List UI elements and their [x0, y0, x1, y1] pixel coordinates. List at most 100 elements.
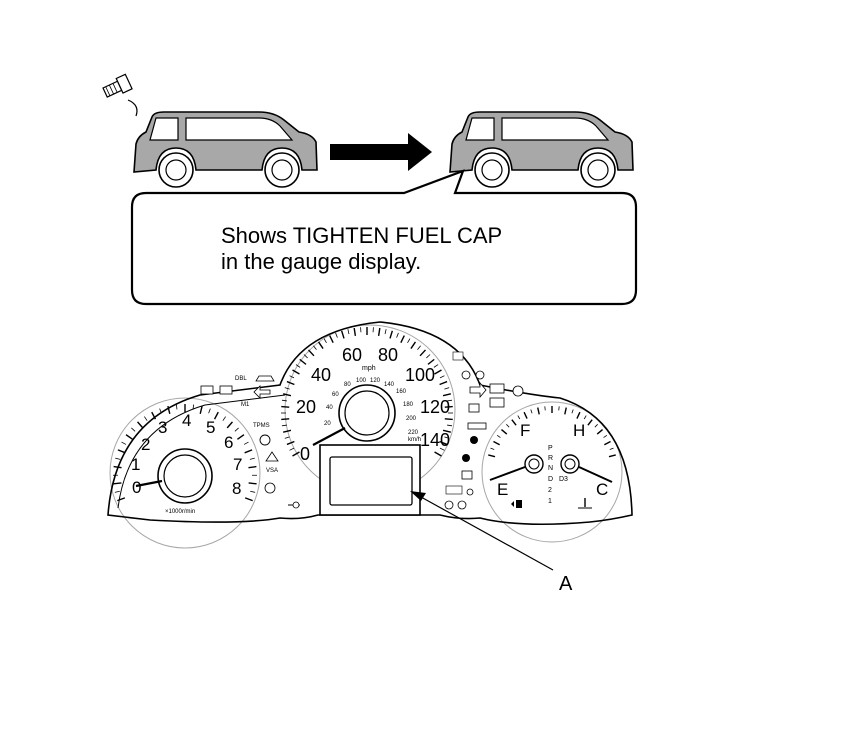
speed-mph-20: 20	[296, 397, 316, 417]
fuel-tick	[517, 415, 521, 420]
fuel-tick	[537, 407, 540, 415]
coolant-icon	[578, 498, 592, 509]
tach-tick	[151, 411, 157, 420]
tach-label-7: 7	[233, 455, 242, 474]
gear-r: R	[548, 455, 553, 462]
speed-tick	[400, 335, 405, 344]
speed-unit-kmh: km/h	[408, 437, 421, 443]
temp-label-hot: H	[573, 421, 585, 440]
fuel-tick	[604, 440, 611, 446]
fuel-temp-gauge: F E H C P R N D D3 2 1	[481, 401, 623, 543]
tach-tick	[248, 465, 257, 469]
tach-tick	[234, 427, 239, 432]
speed-tick	[439, 440, 448, 446]
speed-tick	[434, 451, 442, 457]
tpms-indicator: TPMS	[253, 423, 270, 429]
speed-needle	[312, 427, 346, 446]
fuel-tick	[564, 407, 567, 415]
speed-tick	[295, 364, 301, 368]
speed-tick	[335, 332, 338, 338]
speed-kmh-60: 60	[332, 392, 339, 398]
callout-line-2: in the gauge display.	[221, 249, 421, 274]
fuel-tick	[500, 429, 508, 435]
turn-signal-icon	[253, 385, 271, 399]
speed-tick	[289, 447, 295, 451]
battery-icon	[219, 385, 233, 395]
oil-icon	[255, 375, 275, 382]
speed-tick	[292, 451, 300, 457]
fuel-tick	[511, 419, 517, 426]
fuel-tick	[488, 454, 496, 458]
speed-mph-140: 140	[420, 430, 450, 450]
tach-tick	[248, 482, 257, 485]
tach-tick	[159, 408, 162, 414]
speed-mph-100: 100	[405, 365, 435, 385]
speed-tick	[281, 405, 290, 408]
gear-d: D	[548, 476, 553, 483]
fuel-tick	[587, 419, 593, 426]
fuel-tick	[496, 434, 501, 438]
speed-unit-mph: mph	[362, 365, 376, 372]
speed-tick	[317, 341, 324, 349]
speed-tick	[384, 329, 387, 335]
speedometer: 0 20 40 60 80 100 120 140 mph 20 40 60 8…	[281, 324, 456, 496]
fuel-tick	[506, 424, 510, 428]
fuel-tick	[608, 454, 616, 458]
speed-tick	[417, 345, 421, 350]
speed-kmh-20: 20	[324, 421, 331, 427]
seatbelt-icon	[470, 436, 478, 444]
fuel-pump-icon	[511, 500, 522, 508]
tach-tick	[115, 457, 121, 460]
speed-tick	[289, 375, 295, 379]
fuel-cap-icon	[102, 73, 133, 98]
fuel-tick	[571, 409, 574, 414]
gear-d3: D3	[559, 476, 568, 483]
gear-1: 1	[548, 498, 552, 505]
tach-label-3: 3	[158, 418, 167, 437]
speed-tick	[427, 358, 435, 365]
fuel-label-empty: E	[497, 480, 508, 499]
speed-tick	[410, 341, 417, 349]
speed-tick	[292, 369, 300, 375]
speed-kmh-120: 120	[370, 378, 381, 384]
speed-tick	[283, 429, 292, 433]
speed-tick	[433, 364, 439, 368]
speed-tick	[444, 436, 450, 439]
fuel-label-full: F	[520, 421, 530, 440]
speed-tick	[419, 349, 427, 357]
indicator-group-right	[444, 351, 524, 510]
tach-tick	[167, 405, 171, 415]
speed-tick	[307, 349, 315, 357]
speed-tick	[281, 424, 287, 427]
arrow-right-icon	[330, 133, 432, 171]
vsa-indicator: VSA	[266, 468, 278, 474]
tach-label-0: 0	[132, 478, 141, 497]
speed-kmh-140: 140	[384, 382, 395, 388]
tach-tick	[144, 416, 148, 421]
label-a: A	[559, 573, 573, 595]
tach-tick	[244, 449, 253, 454]
speed-tick	[439, 447, 445, 451]
speed-tick	[303, 354, 308, 359]
speed-mph-60: 60	[342, 345, 362, 365]
gear-2: 2	[548, 487, 552, 494]
tach-tick	[137, 421, 144, 429]
gear-n: N	[548, 465, 553, 472]
tach-tick	[192, 404, 195, 410]
tach-tick	[113, 482, 122, 485]
tach-label-4: 4	[182, 411, 191, 430]
speed-tick	[444, 405, 453, 408]
multi-info-display	[319, 444, 421, 516]
speed-tick	[353, 327, 357, 336]
speed-tick	[442, 429, 451, 433]
speed-tick	[281, 418, 290, 421]
speed-tick	[323, 338, 327, 344]
tach-tick	[121, 441, 127, 445]
speed-tick	[347, 329, 350, 335]
speed-tick	[407, 338, 411, 344]
indicator-group-left: DBL M1 TPMS VSA	[200, 375, 300, 509]
car-right	[449, 111, 634, 188]
speed-kmh-40: 40	[326, 405, 333, 411]
speed-tick	[442, 393, 451, 397]
instrument-cluster: 0 1 2 3 4 5 6 7 8 ×1000r/min 0 20 40 60 …	[107, 321, 633, 549]
